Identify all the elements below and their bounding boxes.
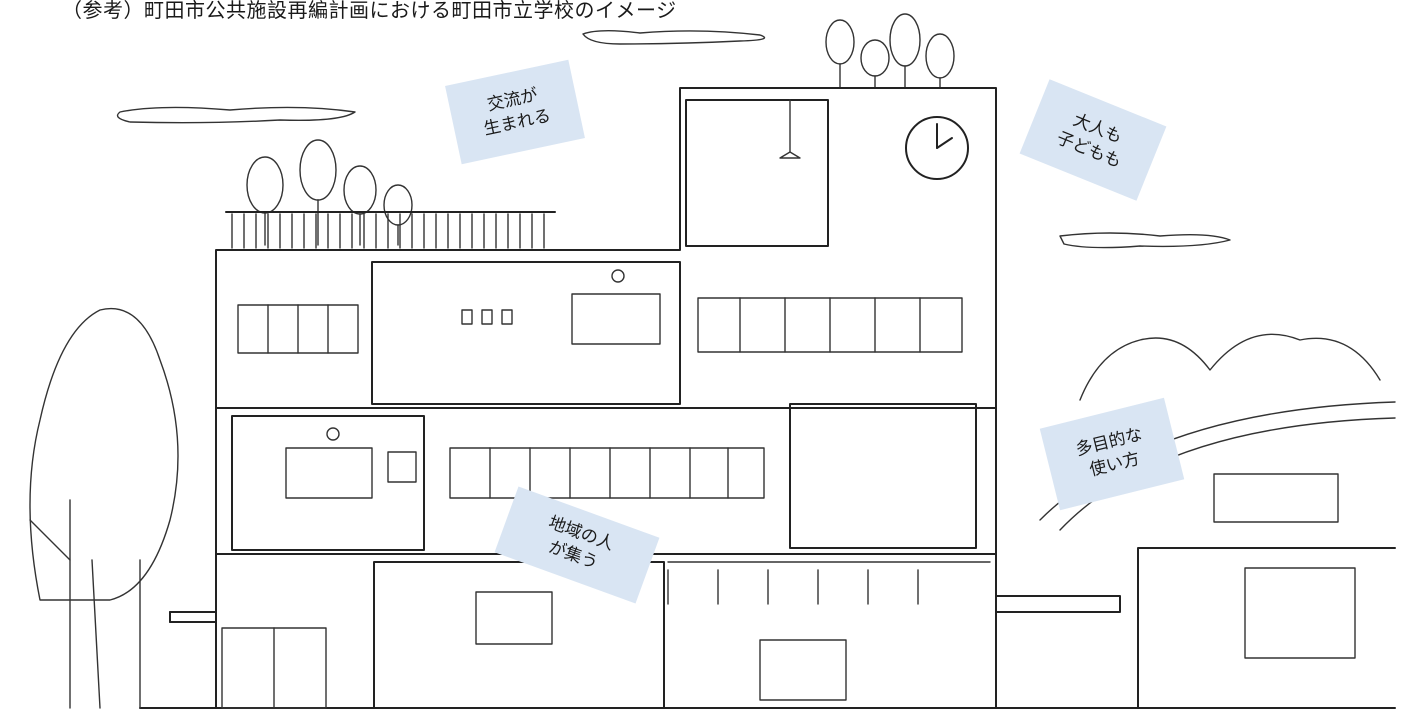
building-outline xyxy=(139,87,1396,709)
rooftop-trees xyxy=(246,13,961,246)
ground-floor xyxy=(221,561,991,709)
left-trees xyxy=(29,308,179,709)
clock-icon xyxy=(905,116,969,180)
right-trees xyxy=(1079,333,1381,401)
cloud-sketches xyxy=(116,30,1231,249)
first-floor xyxy=(231,403,977,551)
second-floor xyxy=(237,261,963,405)
figure-caption: （参考）町田市公共施設再編計画における町田市立学校のイメージ xyxy=(62,0,677,22)
top-floor-room xyxy=(685,99,969,247)
